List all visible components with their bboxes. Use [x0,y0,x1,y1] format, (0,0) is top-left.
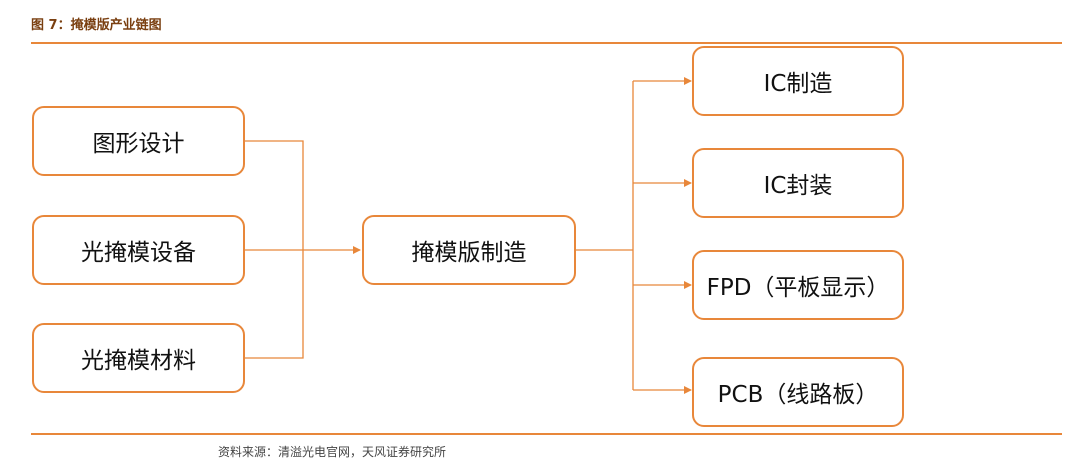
node-fpd: FPD（平板显示） [692,250,904,320]
node-photomask-equipment: 光掩模设备 [32,215,245,285]
node-pcb: PCB（线路板） [692,357,904,427]
node-photomask-material: 光掩模材料 [32,323,245,393]
edge-material-to-collector [245,250,304,359]
source-note: 资料来源：清溢光电官网，天风证券研究所 [218,445,447,459]
node-ic-manufacturing: IC制造 [692,46,904,116]
node-ic-packaging: IC封装 [692,148,904,218]
top-divider [31,42,1062,44]
node-pattern-design: 图形设计 [32,106,245,176]
figure-title: 图 7：掩模版产业链图 [31,18,162,33]
node-mask-manufacturing: 掩模版制造 [362,215,576,285]
bottom-divider [31,433,1062,435]
edge-design-to-collector [245,140,304,250]
